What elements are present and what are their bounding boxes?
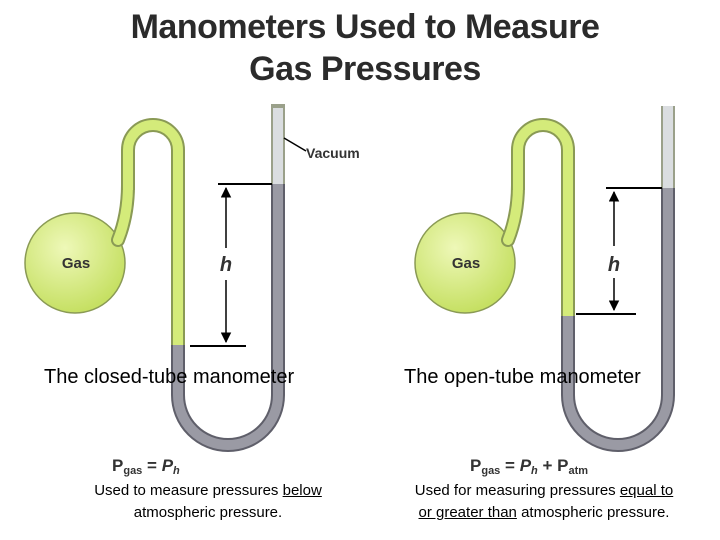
title-line-2: Gas Pressures: [249, 50, 481, 88]
open-formula: Pgas = Ph + Patm: [470, 456, 589, 477]
closed-mercury-u: [171, 184, 285, 452]
open-gas-bulb: [414, 212, 516, 314]
vacuum-label: Vacuum: [306, 145, 360, 161]
open-caption: The open-tube manometer: [404, 366, 641, 388]
open-manometer: Gas h: [414, 106, 675, 452]
closed-top-bend: [121, 118, 185, 345]
open-top-bend: [511, 118, 575, 316]
page-title: Manometers Used to Measure Gas Pressures: [0, 6, 720, 90]
open-mercury-u: [561, 188, 675, 452]
closed-note: Used to measure pressures below atmosphe…: [94, 482, 322, 521]
closed-h-label: h: [220, 254, 232, 276]
closed-formula: Pgas = Ph: [112, 456, 180, 477]
closed-gas-bulb: [24, 212, 126, 314]
closed-bulb-label: Gas: [62, 255, 90, 272]
vacuum-pointer: [283, 137, 307, 152]
open-h-label: h: [608, 254, 620, 276]
closed-caption: The closed-tube manometer: [44, 366, 295, 388]
closed-manometer: Gas h Vacuum: [24, 104, 360, 452]
open-note: Used for measuring pressures equal to or…: [414, 482, 674, 521]
open-bulb-label: Gas: [452, 255, 480, 272]
title-line-1: Manometers Used to Measure: [130, 8, 600, 46]
